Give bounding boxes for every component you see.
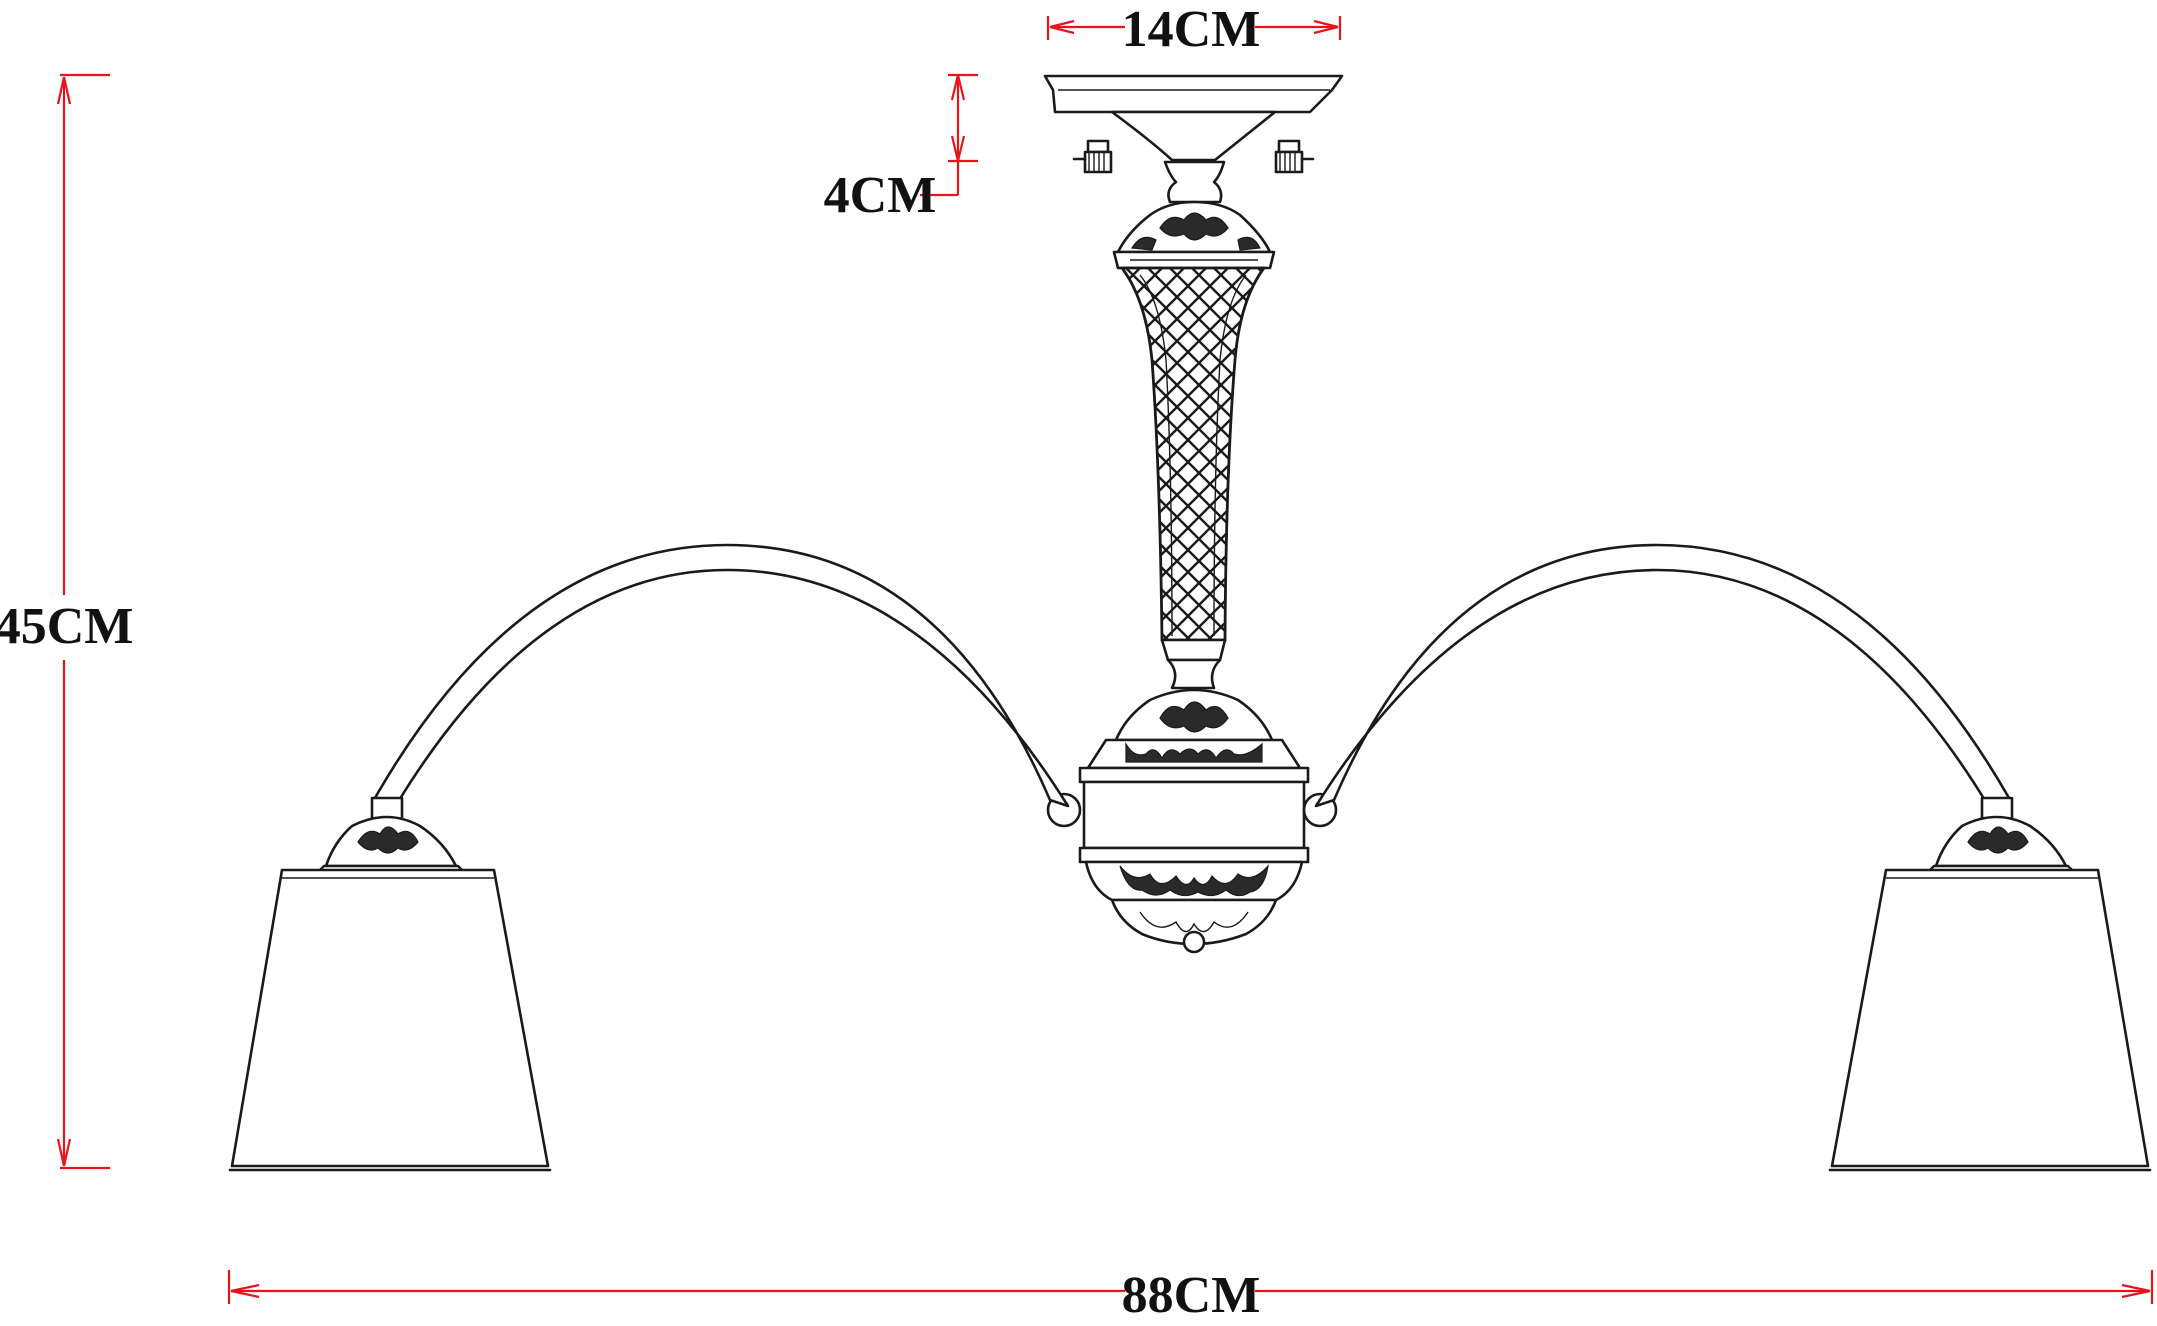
upper-ornament — [1112, 200, 1276, 270]
dimension-total-width-label: 88CM — [1122, 1267, 1261, 1324]
dimension-total-width: 88CM — [227, 1267, 2154, 1324]
lattice-stem — [1119, 266, 1267, 690]
ceiling-canopy — [1043, 74, 1344, 204]
left-lampshade — [228, 868, 552, 1172]
dimension-total-height: 45CM — [0, 73, 133, 1170]
dimension-canopy-height-label: 4CM — [824, 167, 937, 224]
mounting-screw-left — [1072, 139, 1113, 174]
dimension-canopy-height: 4CM — [824, 73, 978, 224]
dimension-top-width-label: 14CM — [1122, 1, 1261, 58]
dimension-total-height-label: 45CM — [0, 598, 133, 655]
right-bulb-holder — [1926, 815, 2076, 874]
chandelier-illustration — [228, 74, 2152, 1172]
dimension-top-width: 14CM — [1046, 1, 1342, 58]
mounting-screw-right — [1274, 139, 1315, 174]
central-body — [1078, 688, 1310, 954]
right-lampshade — [1828, 868, 2152, 1172]
left-arm — [370, 543, 1070, 822]
right-arm — [1314, 543, 2014, 822]
left-bulb-holder — [316, 815, 466, 874]
